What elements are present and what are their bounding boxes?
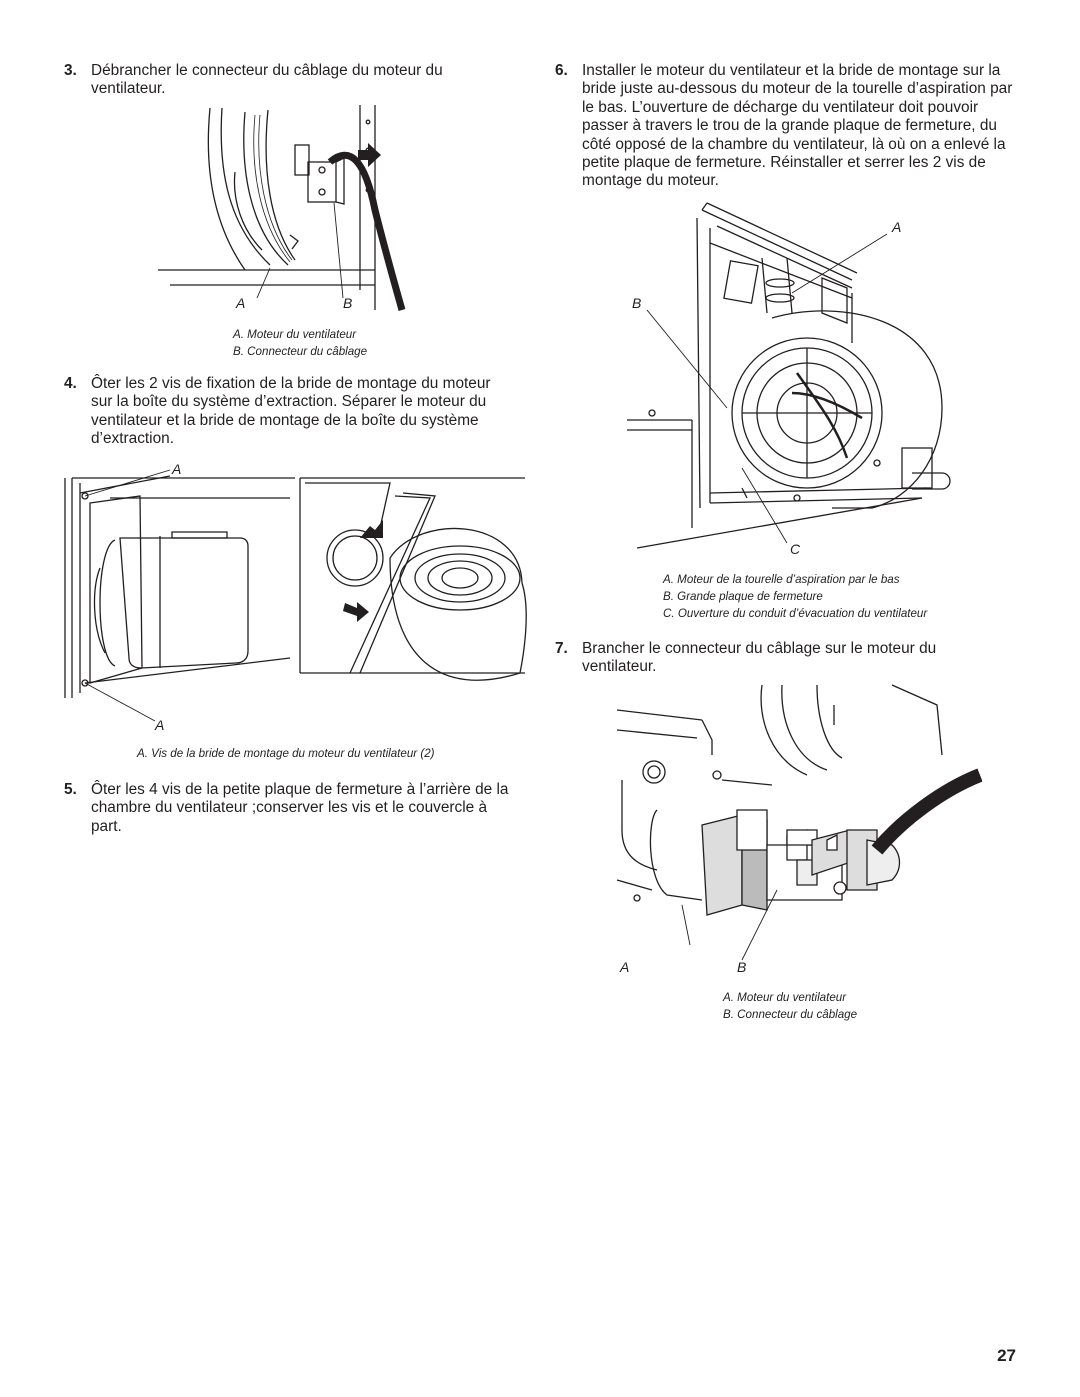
caption-line: C. Ouverture du conduit d’évacuation du … (663, 607, 928, 620)
callout-a: A (891, 219, 901, 235)
callout-b: B (632, 295, 641, 311)
callout-a: A (235, 295, 245, 311)
figure-2-caption: A. Vis de la bride de montage du moteur … (137, 745, 435, 762)
step-4: 4. Ôter les 2 vis de fixation de la brid… (64, 375, 516, 449)
step-7: 7. Brancher le connecteur du câblage sur… (555, 640, 1002, 677)
step-text: Installer le moteur du ventilateur et la… (582, 62, 1013, 190)
figure-4-caption: A. Moteur du ventilateur B. Connecteur d… (723, 989, 857, 1023)
callout-b: B (737, 959, 746, 975)
callout-b: B (343, 295, 352, 311)
step-number: 5. (64, 781, 77, 798)
caption-line: A. Moteur du ventilateur (723, 991, 847, 1004)
step-6: 6. Installer le moteur du ventilateur et… (555, 62, 1020, 191)
step-text: Brancher le connecteur du câblage sur le… (582, 640, 937, 676)
caption-line: A. Vis de la bride de montage du moteur … (137, 747, 435, 760)
motor-disconnect-illustration: A B (158, 105, 406, 311)
motor-install-illustration: A B C (627, 202, 951, 557)
callout-a-bottom: A (154, 717, 164, 733)
connector-reconnect-illustration: A B (616, 684, 982, 975)
motor-bracket-removal-illustration: A A (64, 461, 527, 733)
callout-a-top: A (171, 461, 181, 477)
step-number: 6. (555, 62, 568, 79)
step-3: 3. Débrancher le connecteur du câblage d… (64, 62, 491, 99)
figure-1-caption: A. Moteur du ventilateur B. Connecteur d… (233, 326, 367, 360)
callout-c: C (790, 541, 801, 557)
page-number: 27 (997, 1346, 1016, 1365)
caption-line: A. Moteur de la tourelle d’aspiration pa… (663, 573, 900, 586)
step-number: 7. (555, 640, 568, 657)
callout-a: A (619, 959, 629, 975)
caption-line: A. Moteur du ventilateur (233, 328, 357, 341)
step-text: Ôter les 4 vis de la petite plaque de fe… (91, 781, 509, 835)
step-number: 3. (64, 62, 77, 79)
step-number: 4. (64, 375, 77, 392)
caption-line: B. Connecteur du câblage (233, 345, 368, 358)
caption-line: B. Grande plaque de fermeture (663, 590, 823, 603)
step-5: 5. Ôter les 4 vis de la petite plaque de… (64, 781, 521, 836)
caption-line: B. Connecteur du câblage (723, 1008, 858, 1021)
figure-3-caption: A. Moteur de la tourelle d’aspiration pa… (663, 571, 927, 622)
step-text: Débrancher le connecteur du câblage du m… (91, 62, 443, 98)
step-text: Ôter les 2 vis de fixation de la bride d… (91, 375, 491, 448)
